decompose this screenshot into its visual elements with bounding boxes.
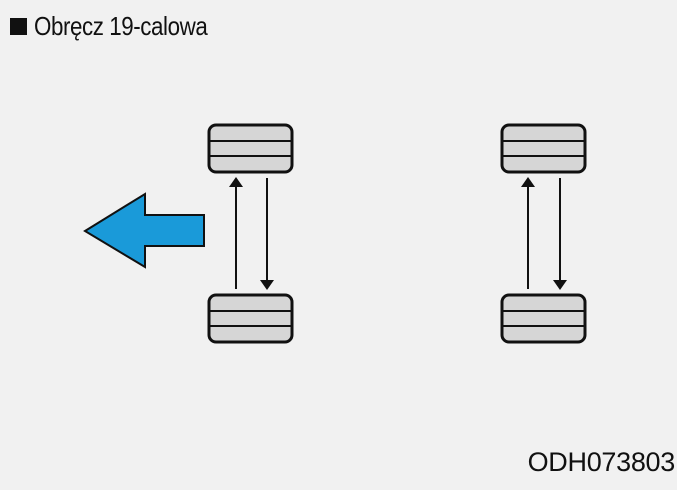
tire-icon [207,123,294,174]
left-arrow-icon [83,192,205,269]
diagram-title: Obręcz 19-calowa [34,10,208,41]
diagram-header: Obręcz 19-calowa [10,10,236,41]
bullet-square-icon [10,17,27,35]
tire-icon [500,293,587,344]
tire-icon [207,293,294,344]
tire-icon [500,123,587,174]
figure-code: ODH073803 [527,447,676,477]
